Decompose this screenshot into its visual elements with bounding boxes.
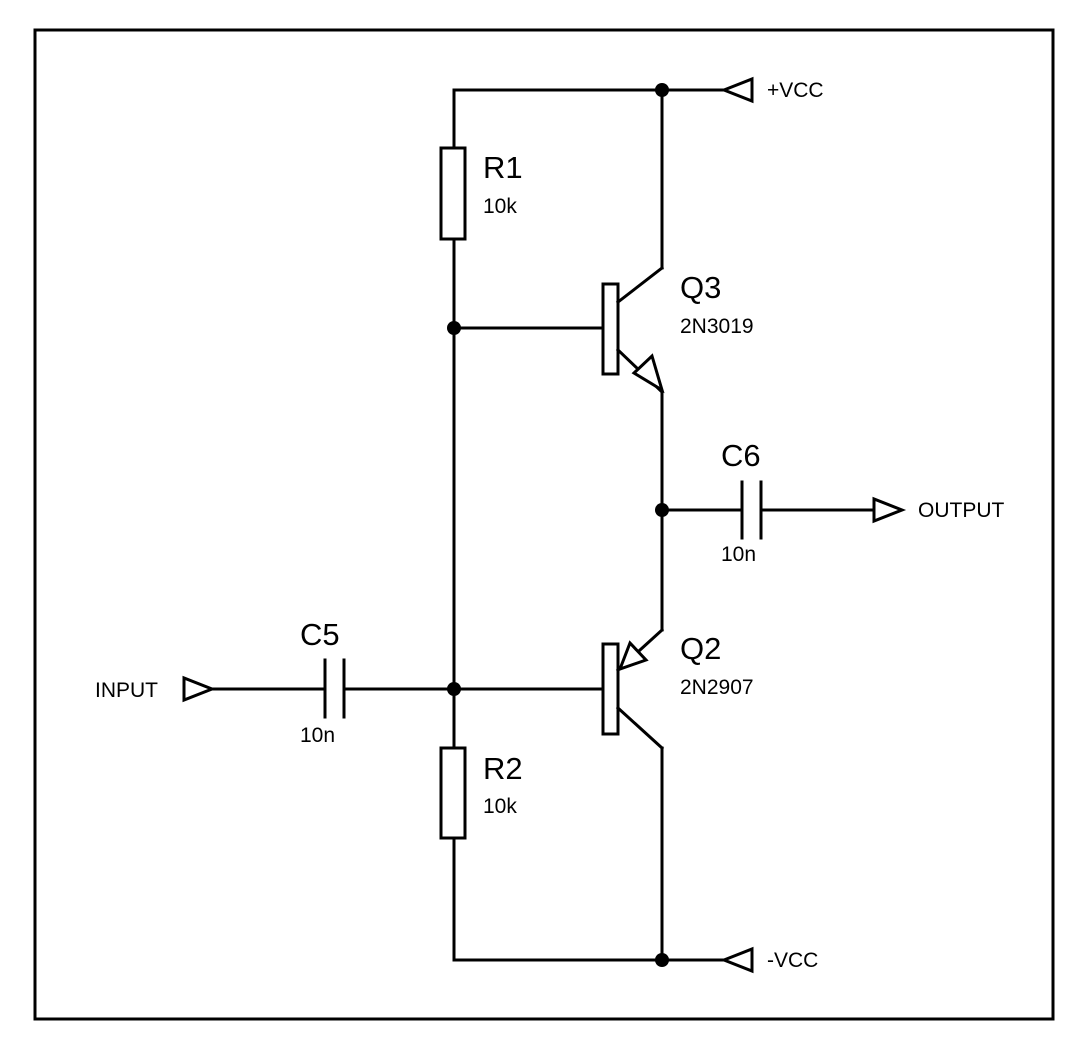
output-label: OUTPUT — [918, 499, 1005, 522]
capacitor-c5 — [323, 658, 346, 719]
wire-top-rail — [452, 88, 726, 150]
c6-ref-label: C6 — [721, 438, 761, 473]
resistor-r1 — [439, 146, 467, 241]
port-flag-output — [872, 496, 907, 524]
q3-ref-label: Q3 — [680, 270, 721, 305]
wire-bottom-rail — [452, 836, 726, 962]
transistor-q2 — [601, 627, 665, 751]
c6-value-label: 10n — [721, 543, 756, 566]
port-flag-vcc-pos — [719, 76, 754, 104]
schematic-border — [33, 28, 1055, 1021]
c5-value-label: 10n — [300, 724, 335, 747]
r2-ref-label: R2 — [483, 751, 523, 786]
port-flag-vcc-neg — [719, 946, 754, 974]
input-label: INPUT — [95, 679, 158, 702]
q3-emitter-arrow — [631, 353, 665, 394]
port-flag-input — [182, 675, 217, 703]
q2-emitter-arrow — [617, 640, 649, 672]
capacitor-c6 — [740, 480, 763, 540]
r1-ref-label: R1 — [483, 150, 523, 185]
q2-part-label: 2N2907 — [680, 676, 754, 699]
junction-dot-input — [447, 682, 461, 696]
junction-dot-q3-base — [447, 321, 461, 335]
q2-collector-lead — [615, 705, 665, 751]
q2-base-bar — [601, 642, 620, 736]
vcc-pos-label: +VCC — [767, 79, 824, 102]
vcc-neg-label: -VCC — [767, 949, 818, 972]
transistor-q3 — [601, 265, 665, 395]
r2-value-label: 10k — [483, 795, 517, 818]
c5-ref-label: C5 — [300, 617, 340, 652]
q2-ref-label: Q2 — [680, 631, 721, 666]
q3-part-label: 2N3019 — [680, 315, 754, 338]
resistor-r2 — [439, 746, 467, 840]
junction-dot-vcc — [655, 83, 669, 97]
wires — [210, 88, 876, 962]
junction-dot-output — [655, 503, 669, 517]
junction-dot-neg-vcc — [655, 953, 669, 967]
r1-value-label: 10k — [483, 195, 517, 218]
junctions — [447, 83, 669, 967]
q3-base-bar — [601, 282, 620, 376]
q3-collector-lead — [615, 265, 665, 305]
